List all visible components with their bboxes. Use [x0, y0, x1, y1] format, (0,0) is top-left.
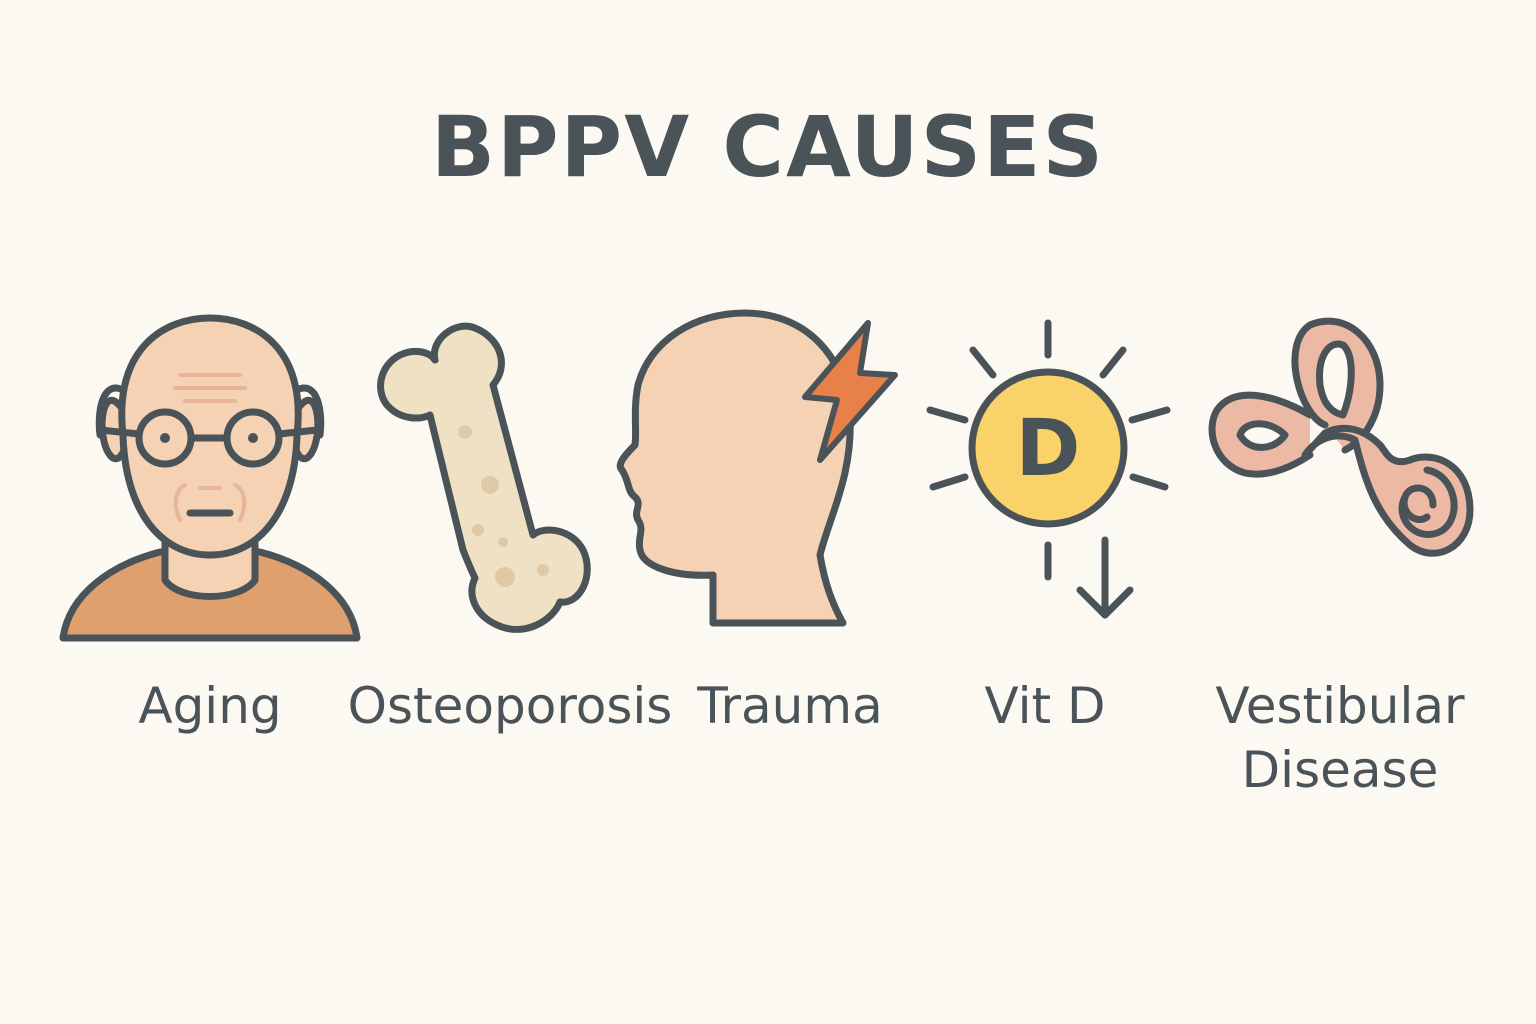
- cause-label-vitamin-d: Vit D: [984, 677, 1106, 735]
- inner-ear-icon: [1208, 317, 1474, 557]
- vitamin-d-letter: D: [1016, 404, 1081, 494]
- page-title: BPPV CAUSES: [430, 98, 1106, 196]
- elderly-person-icon: [59, 314, 361, 642]
- bone-icon: [377, 322, 591, 633]
- cause-label-trauma: Trauma: [697, 677, 883, 735]
- cause-label-aging: Aging: [138, 677, 282, 735]
- cause-label-vestibular-disease: Vestibular Disease: [1215, 677, 1465, 799]
- cause-label-osteoporosis: Osteoporosis: [347, 677, 673, 735]
- head-trauma-icon: [616, 309, 898, 627]
- vitamin-d-sun-icon: D: [926, 319, 1171, 619]
